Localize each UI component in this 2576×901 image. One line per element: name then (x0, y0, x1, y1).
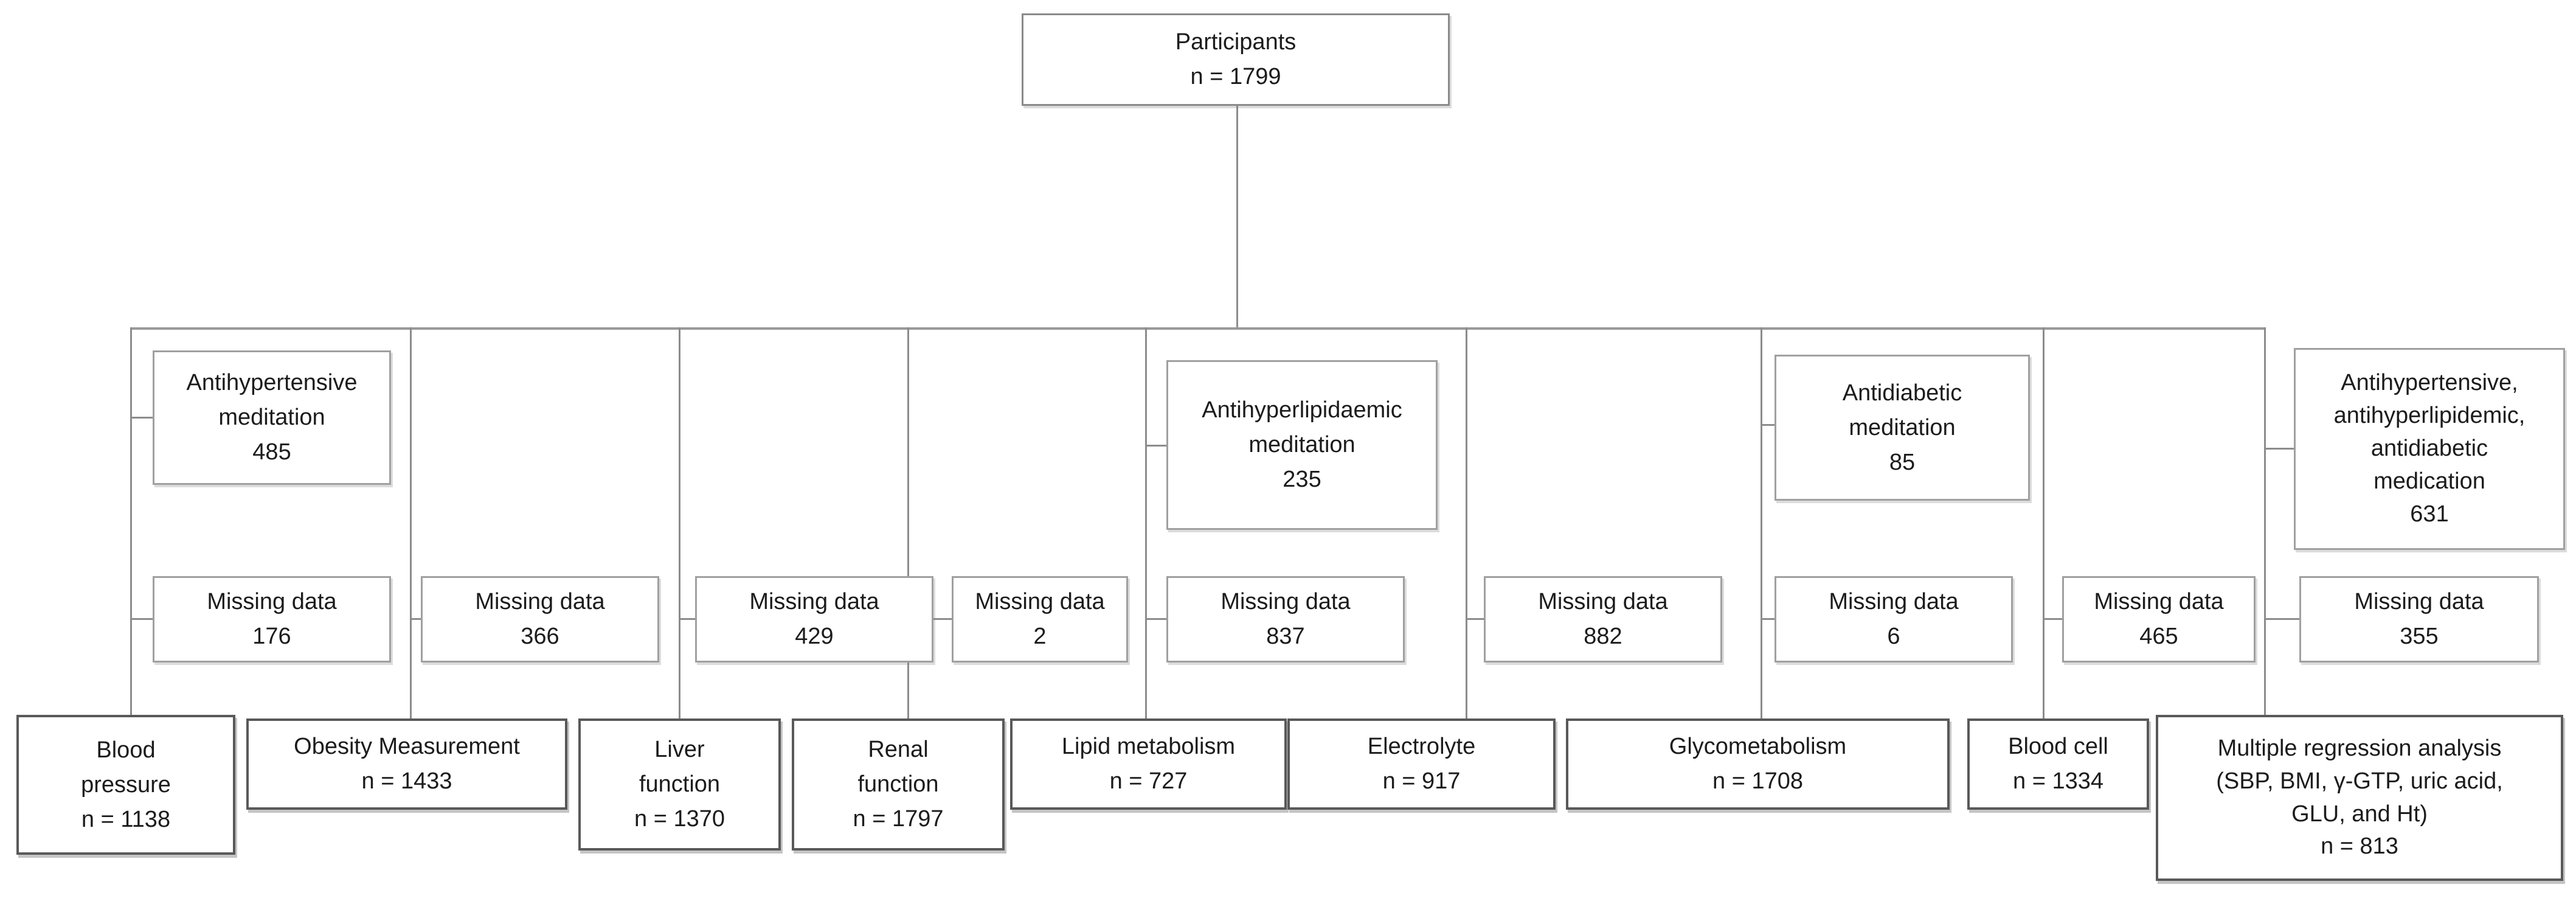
medication-box-combined: Antihypertensive, antihyperlipidemic, an… (2294, 348, 2565, 550)
outcome-box-liver: Liver function n = 1370 (578, 718, 781, 851)
missing-data-box-electrolyte: Missing data 882 (1484, 576, 1722, 663)
outcome-box-glycometabolism: Glycometabolism n = 1708 (1566, 718, 1950, 810)
branch-vertical-blood-pressure (130, 327, 132, 716)
stub-missing-glycometabolism (1761, 618, 1776, 620)
missing-data-box-obesity: Missing data 366 (421, 576, 659, 663)
stub-medication-combined (2264, 448, 2296, 450)
missing-data-box-glycometabolism: Missing data 6 (1774, 576, 2013, 663)
stub-missing-electrolyte (1466, 618, 1486, 620)
stub-missing-lipid (1145, 618, 1168, 620)
main-horizontal-connector (130, 327, 2266, 330)
branch-vertical-electrolyte (1466, 327, 1467, 720)
branch-vertical-blood-cell (2043, 327, 2045, 720)
outcome-box-blood-cell: Blood cell n = 1334 (1967, 718, 2149, 810)
missing-data-box-blood-pressure: Missing data 176 (153, 576, 391, 663)
stub-missing-regression (2264, 618, 2301, 620)
stub-missing-blood-cell (2043, 618, 2064, 620)
outcome-box-electrolyte: Electrolyte n = 917 (1287, 718, 1556, 810)
branch-vertical-liver (679, 327, 680, 720)
participants-box: Participants n = 1799 (1022, 13, 1450, 106)
missing-data-box-regression: Missing data 355 (2299, 576, 2539, 663)
stub-medication-antidiabetic (1761, 424, 1776, 426)
stub-medication-antihyperlipidaemic (1145, 445, 1168, 447)
stub-missing-blood-pressure (130, 618, 154, 620)
outcome-box-lipid: Lipid metabolism n = 727 (1010, 718, 1287, 810)
stub-missing-obesity (410, 618, 423, 620)
branch-vertical-glycometabolism (1761, 327, 1762, 720)
missing-data-box-liver: Missing data 429 (695, 576, 933, 663)
missing-data-box-blood-cell: Missing data 465 (2062, 576, 2256, 663)
missing-data-box-renal: Missing data 2 (952, 576, 1128, 663)
medication-box-antihyperlipidaemic: Antihyperlipidaemic meditation 235 (1166, 360, 1438, 530)
outcome-box-obesity: Obesity Measurement n = 1433 (246, 718, 567, 810)
stub-medication-antihypertensive (130, 417, 154, 419)
outcome-box-regression: Multiple regression analysis (SBP, BMI, … (2156, 715, 2563, 881)
medication-box-antihypertensive: Antihypertensive meditation 485 (153, 350, 391, 485)
branch-vertical-regression (2264, 327, 2266, 716)
stub-missing-liver (679, 618, 697, 620)
root-vertical-connector (1236, 105, 1238, 329)
outcome-box-renal: Renal function n = 1797 (792, 718, 1005, 851)
outcome-box-blood-pressure: Blood pressure n = 1138 (16, 715, 235, 855)
missing-data-box-lipid: Missing data 837 (1166, 576, 1405, 663)
branch-vertical-renal (907, 327, 909, 720)
branch-vertical-lipid (1145, 327, 1147, 720)
branch-vertical-obesity (410, 327, 412, 720)
medication-box-antidiabetic: Antidiabetic meditation 85 (1774, 355, 2030, 501)
